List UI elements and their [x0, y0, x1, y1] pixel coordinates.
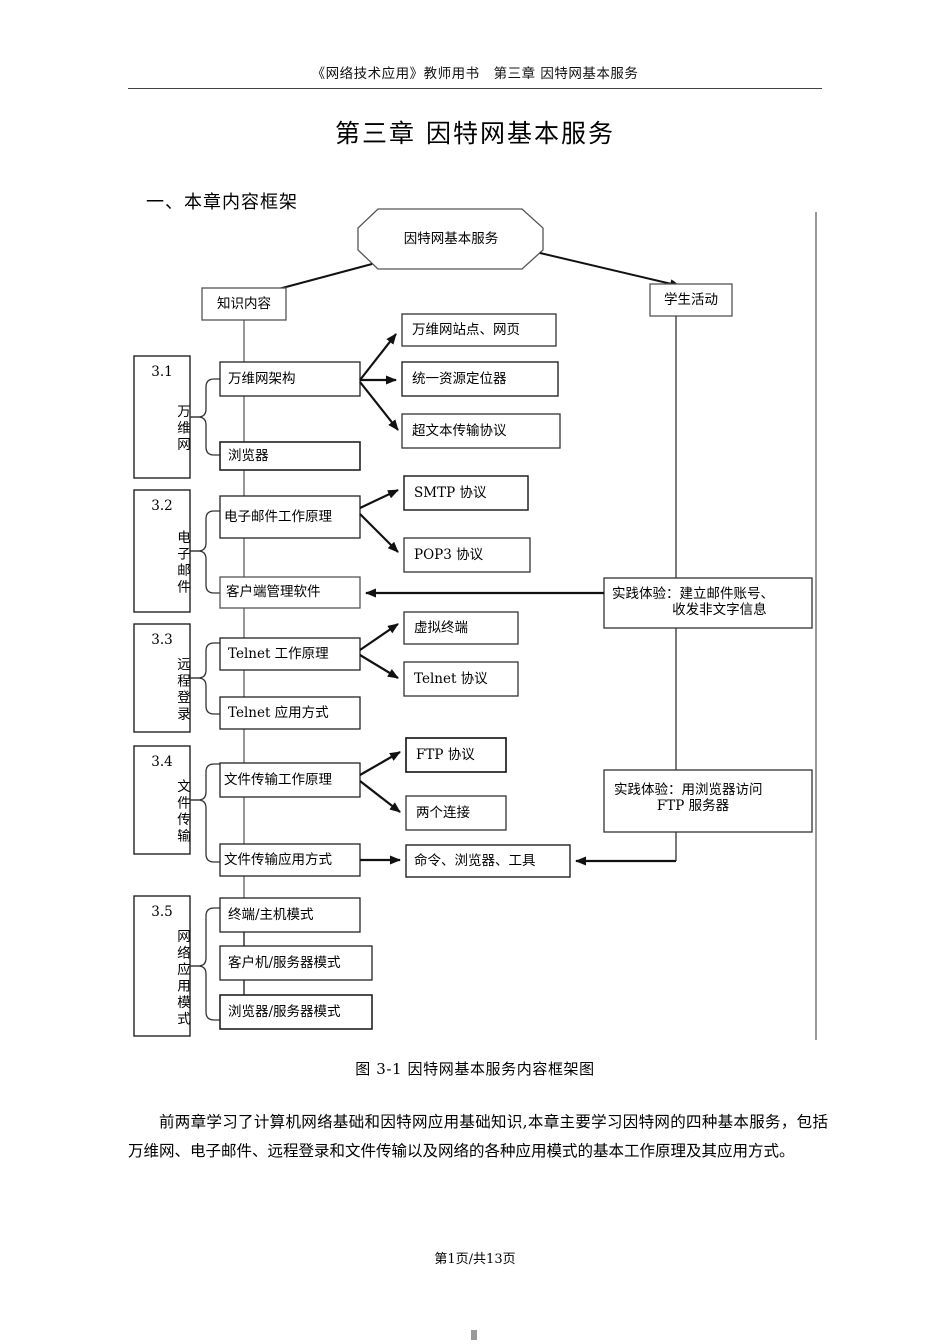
topic-label-0: 万维网架构 — [228, 371, 296, 387]
page-footer: 第1页/共13页 — [434, 1252, 516, 1267]
root-node-label: 因特网基本服务 — [403, 231, 499, 247]
topic-label-4: Telnet 工作原理 — [228, 646, 329, 662]
detail-label-5: 虚拟终端 — [414, 620, 468, 636]
branch-right-label: 学生活动 — [664, 292, 718, 308]
section-heading: 一、本章内容框架 — [146, 192, 298, 213]
topic-label-1: 浏览器 — [228, 448, 269, 464]
detail-label-4: POP3 协议 — [414, 547, 484, 563]
unit-name-3-1: 万维网 — [174, 404, 190, 454]
unit-number-3-5: 3.5 — [151, 904, 173, 920]
topic-label-9: 客户机/服务器模式 — [228, 955, 341, 971]
unit-number-3-4: 3.4 — [151, 754, 173, 770]
footer-mark — [471, 1330, 477, 1340]
unit-name-3-2: 电子邮件 — [174, 530, 190, 596]
header-rule — [128, 88, 822, 89]
page-title: 第三章 因特网基本服务 — [335, 119, 615, 148]
detail-label-8: 两个连接 — [416, 805, 470, 821]
unit-number-3-2: 3.2 — [151, 498, 173, 514]
unit-name-3-3: 远程登录 — [174, 657, 190, 723]
unit-name-3-4: 文件传输 — [174, 779, 190, 845]
activity-label-0: 实践体验：建立邮件账号、 收发非文字信息 — [612, 586, 774, 619]
body-paragraph: 前两章学习了计算机网络基础和因特网应用基础知识,本章主要学习因特网的四种基本服务… — [128, 1113, 828, 1160]
unit-name-3-5: 网络应用模式 — [174, 928, 190, 1028]
topic-label-3: 客户端管理软件 — [226, 584, 321, 600]
topic-label-7: 文件传输应用方式 — [224, 852, 332, 868]
figure-caption: 图 3-1 因特网基本服务内容框架图 — [355, 1060, 595, 1078]
branch-left-label: 知识内容 — [217, 296, 271, 312]
topic-label-10: 浏览器/服务器模式 — [228, 1004, 341, 1020]
topic-label-2: 电子邮件工作原理 — [224, 509, 332, 525]
detail-label-9: 命令、浏览器、工具 — [414, 853, 536, 869]
topic-label-5: Telnet 应用方式 — [228, 705, 329, 721]
topic-label-6: 文件传输工作原理 — [224, 772, 332, 788]
detail-label-7: FTP 协议 — [416, 747, 475, 763]
topic-label-8: 终端/主机模式 — [228, 907, 314, 923]
detail-label-3: SMTP 协议 — [414, 485, 487, 501]
unit-number-3-3: 3.3 — [151, 632, 173, 648]
unit-number-3-1: 3.1 — [151, 364, 173, 380]
detail-label-6: Telnet 协议 — [414, 671, 488, 687]
detail-label-0: 万维网站点、网页 — [412, 322, 520, 338]
detail-label-2: 超文本传输协议 — [412, 423, 507, 439]
detail-label-1: 统一资源定位器 — [412, 371, 507, 387]
activity-label-1: 实践体验：用浏览器访问 FTP 服务器 — [614, 782, 763, 815]
running-header: 《网络技术应用》教师用书 第三章 因特网基本服务 — [311, 66, 639, 82]
